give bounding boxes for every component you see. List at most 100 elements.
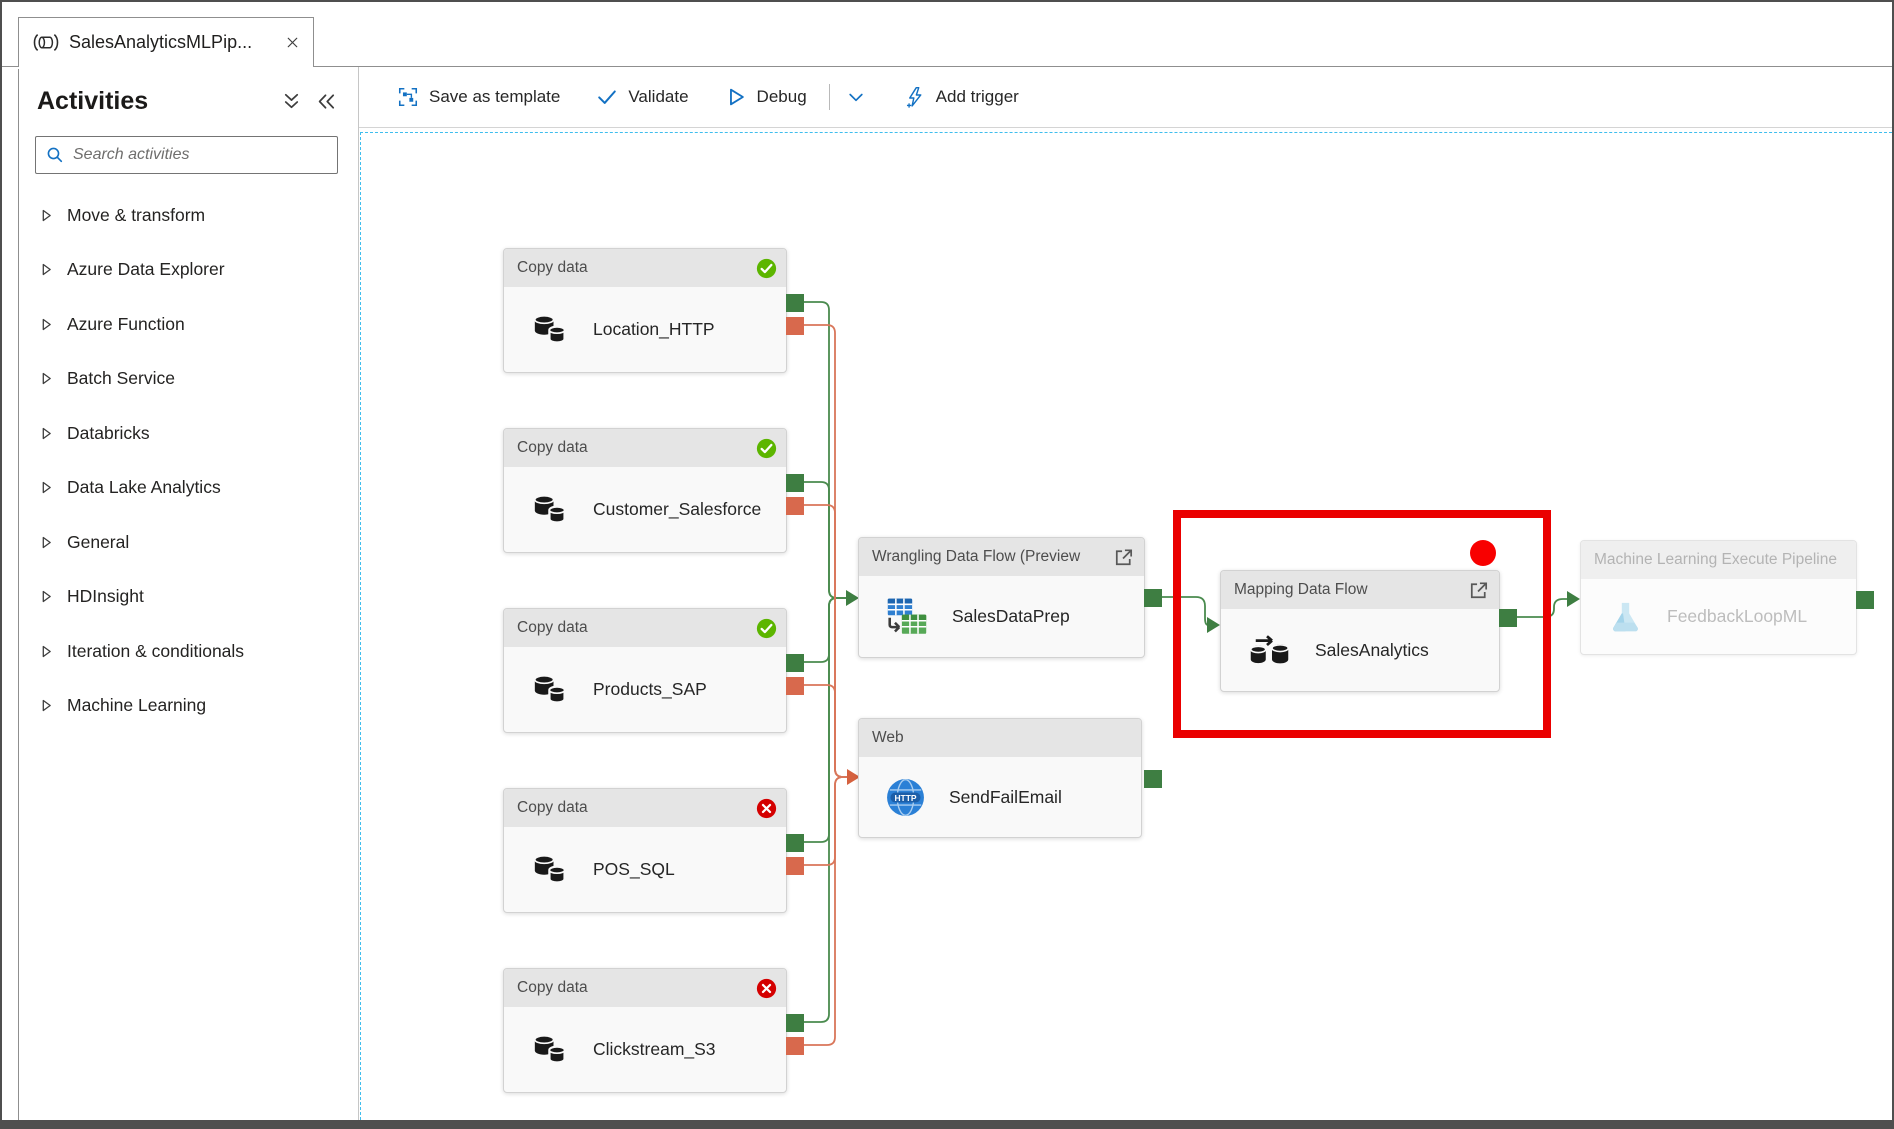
- copy-data-icon: [530, 672, 570, 707]
- chevron-right-icon: [41, 427, 52, 440]
- chevron-down-icon: [846, 87, 866, 107]
- sidebar-item-machine-learning[interactable]: Machine Learning: [37, 679, 358, 734]
- success-badge-icon: [756, 618, 777, 639]
- sidebar-item-batch-service[interactable]: Batch Service: [37, 352, 358, 407]
- success-output-port[interactable]: [786, 654, 804, 672]
- success-output-port[interactable]: [1144, 589, 1162, 607]
- node-mapping-data-flow-salesanalytics[interactable]: Mapping Data Flow SalesAnalytics: [1220, 570, 1517, 692]
- node-name-label: SendFailEmail: [949, 786, 1062, 807]
- node-copy-customer-salesforce[interactable]: Copy data Customer_Salesforce: [503, 428, 804, 553]
- pipeline-canvas[interactable]: Copy data Location_HTTP Copy data: [359, 128, 1892, 1120]
- failure-output-port[interactable]: [786, 497, 804, 515]
- pipeline-toolbar: Save as template Validate Debug: [359, 67, 1892, 128]
- failure-output-port[interactable]: [786, 677, 804, 695]
- collapse-panel-icon[interactable]: [315, 90, 338, 113]
- node-name-label: Products_SAP: [593, 679, 707, 699]
- wrangling-data-flow-icon: [885, 596, 929, 637]
- failure-output-port[interactable]: [786, 1037, 804, 1055]
- failure-output-port[interactable]: [786, 857, 804, 875]
- sidebar-title: Activities: [37, 87, 149, 115]
- open-data-flow-icon[interactable]: [1112, 546, 1135, 569]
- validate-button[interactable]: Validate: [592, 80, 692, 114]
- node-type-label: Wrangling Data Flow (Preview: [872, 548, 1081, 565]
- node-name-label: FeedbackLoopML: [1667, 606, 1808, 626]
- success-output-port[interactable]: [1144, 770, 1162, 788]
- template-icon: [397, 86, 419, 108]
- sidebar-item-azure-function[interactable]: Azure Function: [37, 297, 358, 352]
- search-box: [35, 136, 338, 174]
- highlight-dot: [1470, 540, 1496, 566]
- chevron-right-icon: [41, 590, 52, 603]
- search-icon: [46, 146, 64, 164]
- sidebar-item-azure-data-explorer[interactable]: Azure Data Explorer: [37, 243, 358, 298]
- copy-data-icon: [530, 852, 570, 887]
- copy-data-icon: [530, 492, 570, 527]
- sidebar-item-hdinsight[interactable]: HDInsight: [37, 570, 358, 625]
- success-output-port[interactable]: [786, 294, 804, 312]
- sidebar-item-iteration-conditionals[interactable]: Iteration & conditionals: [37, 624, 358, 679]
- node-ml-execute-pipeline-feedbackloopml[interactable]: Machine Learning Execute Pipeline Feedba…: [1580, 540, 1874, 655]
- node-name-label: SalesAnalytics: [1315, 639, 1429, 660]
- node-type-label: Copy data: [517, 259, 588, 276]
- node-type-label: Machine Learning Execute Pipeline: [1594, 551, 1837, 568]
- failure-output-port[interactable]: [786, 317, 804, 335]
- chevron-right-icon: [41, 209, 52, 222]
- activities-sidebar: Activities Move & transform Azure Data E…: [18, 67, 359, 1120]
- node-copy-pos-sql[interactable]: Copy data POS_SQL: [503, 788, 804, 913]
- copy-data-icon: [530, 1032, 570, 1067]
- node-type-label: Web: [872, 729, 904, 746]
- node-name-label: SalesDataPrep: [952, 606, 1070, 626]
- expand-all-icon[interactable]: [280, 90, 303, 113]
- lightning-plus-icon: [904, 86, 926, 108]
- chevron-right-icon: [41, 481, 52, 494]
- chevron-right-icon: [41, 318, 52, 331]
- machine-learning-icon: [1607, 598, 1644, 635]
- node-web-sendfailemail[interactable]: Web SendFailEmail: [858, 718, 1162, 838]
- chevron-right-icon: [41, 645, 52, 658]
- failure-badge-icon: [756, 798, 777, 819]
- chevron-right-icon: [41, 699, 52, 712]
- main-area: Activities Move & transform Azure Data E…: [2, 67, 1892, 1120]
- node-name-label: Customer_Salesforce: [593, 499, 762, 519]
- node-type-label: Copy data: [517, 799, 588, 816]
- debug-options-dropdown[interactable]: [840, 81, 872, 113]
- success-output-port[interactable]: [786, 834, 804, 852]
- tab-sales-analytics-pipeline[interactable]: SalesAnalyticsMLPip...: [18, 17, 314, 67]
- node-copy-products-sap[interactable]: Copy data Products_SAP: [503, 608, 804, 733]
- sidebar-item-move-transform[interactable]: Move & transform: [37, 188, 358, 243]
- play-icon: [725, 86, 747, 108]
- pipeline-icon: [33, 33, 59, 52]
- sidebar-item-data-lake-analytics[interactable]: Data Lake Analytics: [37, 461, 358, 516]
- node-copy-clickstream-s3[interactable]: Copy data Clickstream_S3: [503, 968, 804, 1093]
- editor-column: Save as template Validate Debug: [359, 67, 1892, 1120]
- chevron-right-icon: [41, 263, 52, 276]
- node-type-label: Copy data: [517, 619, 588, 636]
- sidebar-item-general[interactable]: General: [37, 515, 358, 570]
- toolbar-divider: [828, 84, 830, 110]
- node-name-label: Clickstream_S3: [593, 1039, 716, 1059]
- tab-bar: SalesAnalyticsMLPip...: [2, 2, 1892, 67]
- node-wrangling-data-flow-salesdataprep[interactable]: Wrangling Data Flow (Preview SalesDataPr…: [858, 537, 1162, 658]
- copy-data-icon: [530, 312, 570, 347]
- close-icon[interactable]: [284, 34, 301, 51]
- node-name-label: POS_SQL: [593, 859, 675, 879]
- node-name-label: Location_HTTP: [593, 319, 715, 339]
- node-copy-location-http[interactable]: Copy data Location_HTTP: [503, 248, 804, 373]
- debug-button[interactable]: Debug: [721, 80, 811, 114]
- add-trigger-button[interactable]: Add trigger: [900, 80, 1023, 114]
- success-output-port[interactable]: [1499, 609, 1517, 627]
- search-input[interactable]: [73, 146, 327, 164]
- node-type-label: Copy data: [517, 439, 588, 456]
- success-output-port[interactable]: [786, 1014, 804, 1032]
- open-data-flow-icon[interactable]: [1467, 579, 1490, 602]
- checkmark-icon: [596, 86, 618, 108]
- chevron-right-icon: [41, 536, 52, 549]
- success-output-port[interactable]: [1856, 591, 1874, 609]
- chevron-right-icon: [41, 372, 52, 385]
- success-badge-icon: [756, 258, 777, 279]
- activity-category-list: Move & transform Azure Data Explorer Azu…: [37, 188, 358, 733]
- success-output-port[interactable]: [786, 474, 804, 492]
- sidebar-item-databricks[interactable]: Databricks: [37, 406, 358, 461]
- save-as-template-button[interactable]: Save as template: [393, 80, 564, 114]
- node-type-label: Copy data: [517, 979, 588, 996]
